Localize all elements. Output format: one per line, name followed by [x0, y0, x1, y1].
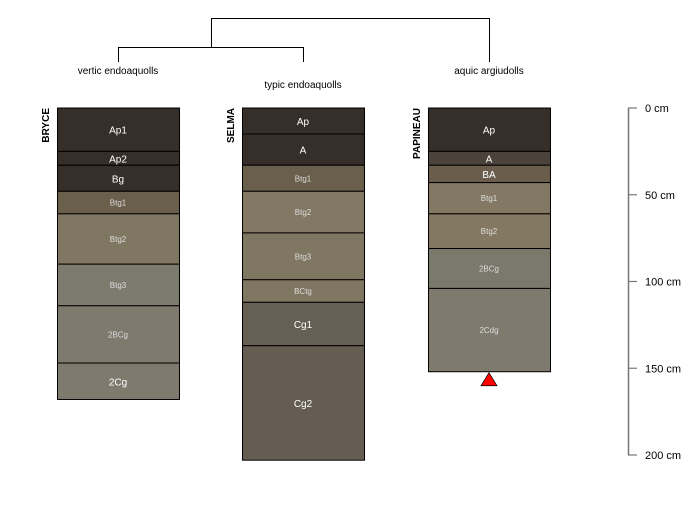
horizon-label: Btg2: [295, 208, 312, 217]
horizon-btg3: [242, 232, 365, 281]
horizon-label: Btg1: [295, 174, 312, 183]
horizon-label: Bg: [112, 174, 124, 185]
horizon-label: Btg3: [295, 252, 312, 261]
depth-tick-label: 150 cm: [645, 363, 681, 375]
horizon-label: Ap: [297, 117, 310, 128]
depth-tick-label: 50 cm: [645, 190, 675, 202]
horizon-cg2: [242, 345, 365, 461]
profile-name: SELMA: [226, 108, 237, 143]
horizon-label: Cg1: [294, 320, 313, 331]
horizon-2cg: [57, 362, 180, 400]
horizon-label: A: [300, 146, 307, 157]
depth-tick-label: 200 cm: [645, 450, 681, 462]
horizon-ap: [428, 107, 551, 152]
horizon-label: BCtg: [294, 287, 312, 296]
horizon-cg1: [242, 301, 365, 347]
dendrogram-branch-root: [211, 18, 490, 62]
horizon-label: 2BCg: [108, 330, 128, 339]
horizon-2bcg: [57, 305, 180, 364]
horizon-btg3: [57, 263, 180, 307]
horizon-btg2: [242, 190, 365, 234]
horizon-ap: [242, 107, 365, 135]
horizon-btg2: [57, 213, 180, 265]
depth-tick-label: 0 cm: [645, 103, 669, 115]
depth-tick-label: 100 cm: [645, 277, 681, 289]
horizon-label: Btg3: [110, 281, 127, 290]
depth-axis: 0 cm 50 cm 100 cm 150 cm 200 cm: [627, 103, 681, 462]
horizon-label: Btg1: [110, 199, 127, 208]
horizon-label: Btg2: [110, 235, 127, 244]
truncation-marker-icon: [480, 372, 498, 387]
horizon-label: Ap1: [109, 126, 127, 137]
profile-name: BRYCE: [41, 108, 52, 143]
horizon-label: Ap2: [109, 154, 127, 165]
horizon-label: A: [486, 154, 493, 165]
horizon-label: 2Cg: [109, 377, 127, 388]
horizon-ap1: [57, 107, 180, 152]
horizon-label: Ap: [483, 126, 496, 137]
horizon-label: 2BCg: [479, 264, 499, 273]
horizon-bg: [57, 164, 180, 192]
dendrogram: [118, 18, 490, 62]
horizon-label: Btg1: [481, 194, 498, 203]
taxon-label-typic-endoaquolls: typic endoaquolls: [264, 80, 341, 91]
taxon-label-vertic-endoaquolls: vertic endoaquolls: [78, 66, 159, 77]
taxon-label-aquic-argiudolls: aquic argiudolls: [454, 66, 524, 77]
dendrogram-branch-left: [118, 47, 304, 62]
horizon-label: 2Cdg: [479, 326, 498, 335]
horizon-btg1: [428, 182, 551, 215]
profile-name: PAPINEAU: [412, 108, 423, 159]
horizon-label: BA: [482, 170, 496, 181]
horizon-label: Cg2: [294, 399, 313, 410]
horizon-a: [242, 133, 365, 166]
horizon-2bcg: [428, 248, 551, 289]
horizon-2cdg: [428, 287, 551, 373]
horizon-label: Btg2: [481, 227, 498, 236]
